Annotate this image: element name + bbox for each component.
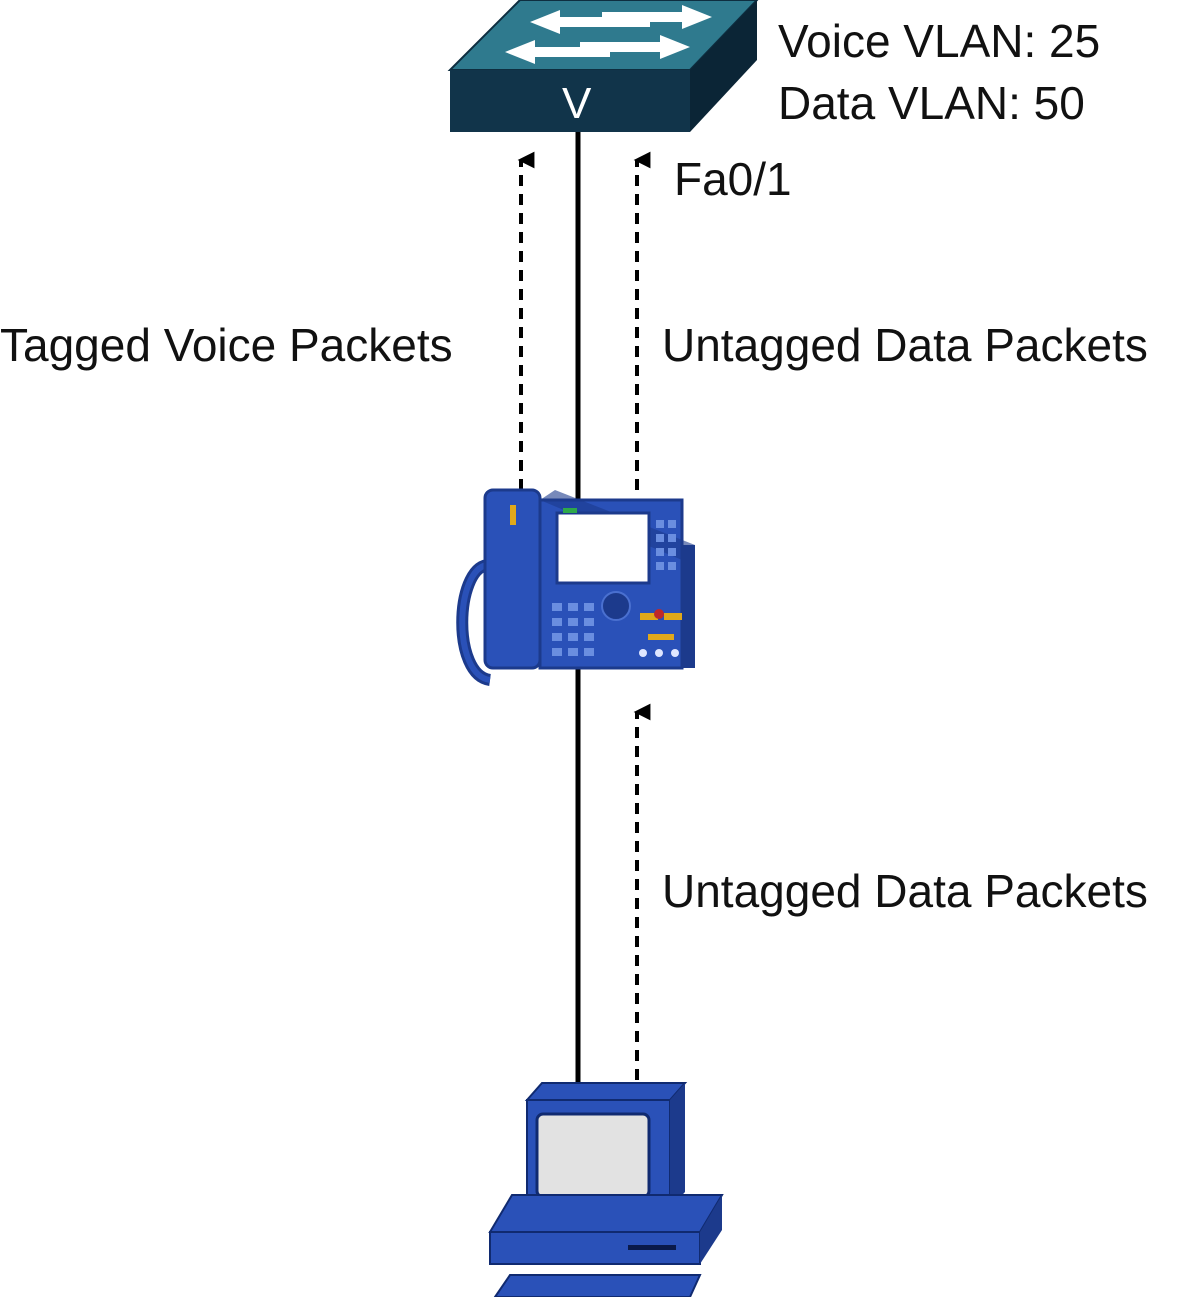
- data-vlan-label: Data VLAN: 50: [778, 77, 1085, 129]
- vlan-symbol: V: [562, 79, 592, 128]
- switch-arrows-icon: [505, 5, 712, 64]
- ip-phone-icon: [456, 488, 695, 686]
- untagged-data-packets-label-upper: Untagged Data Packets: [662, 319, 1148, 371]
- switch-port-label: Fa0/1: [674, 153, 792, 205]
- voice-vlan-label: Voice VLAN: 25: [778, 15, 1101, 67]
- workstation-icon: [488, 1082, 724, 1297]
- tagged-voice-packets-label: Tagged Voice Packets: [0, 319, 453, 371]
- multilayer-switch-icon: [447, 0, 759, 132]
- untagged-data-packets-label-lower: Untagged Data Packets: [662, 865, 1148, 917]
